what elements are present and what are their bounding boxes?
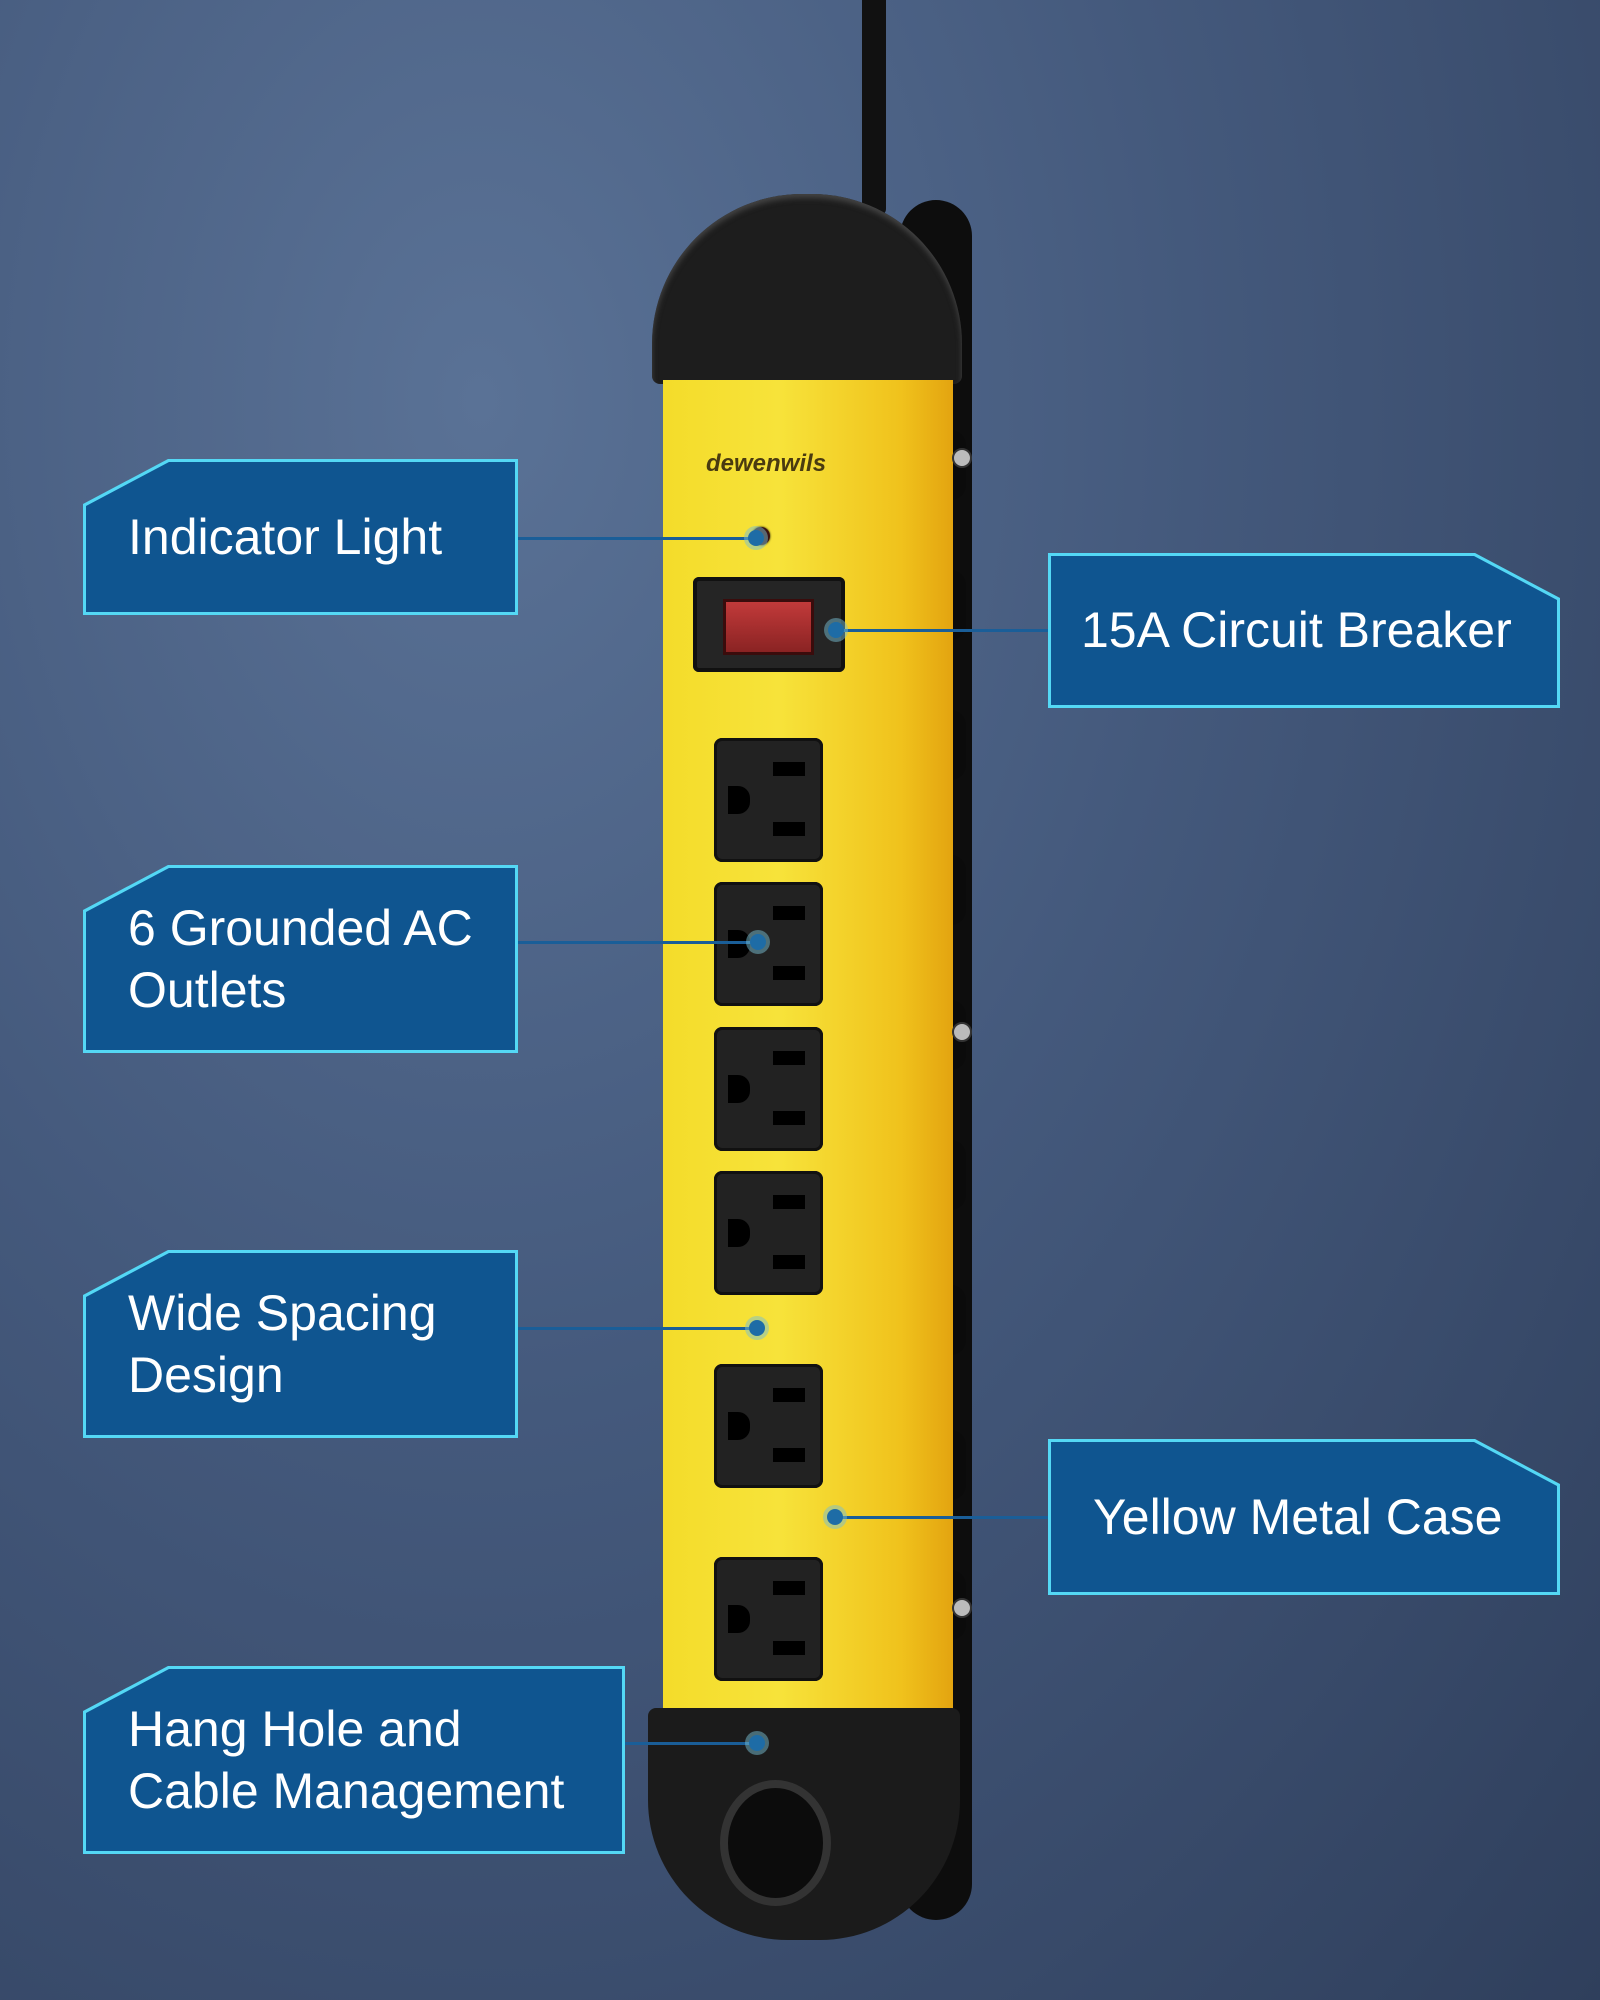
connector-line (518, 941, 758, 944)
screw-icon (952, 448, 972, 468)
connector-line (518, 1327, 758, 1330)
callout-dot (828, 622, 844, 638)
connector-line (835, 1516, 1048, 1519)
ac-outlet[interactable] (714, 1364, 823, 1488)
callout-dot (748, 530, 764, 546)
label-indicator-light: Indicator Light (83, 459, 518, 615)
ac-outlet[interactable] (714, 738, 823, 862)
callout-dot (750, 934, 766, 950)
ac-outlet[interactable] (714, 1557, 823, 1681)
connector-line (836, 629, 1048, 632)
ac-outlet[interactable] (714, 1027, 823, 1151)
label-circuit-breaker: 15A Circuit Breaker (1048, 553, 1560, 708)
label-grounded-outlets: 6 Grounded AC Outlets (83, 865, 518, 1053)
screw-icon (952, 1022, 972, 1042)
brand-logo: dewenwils (706, 450, 827, 477)
ac-outlet[interactable] (714, 882, 823, 1006)
label-wide-spacing: Wide Spacing Design (83, 1250, 518, 1438)
connector-line (518, 537, 758, 540)
label-yellow-metal-case: Yellow Metal Case (1048, 1439, 1560, 1595)
rocker-button[interactable] (723, 599, 814, 655)
hang-hole (720, 1780, 831, 1906)
callout-dot (827, 1509, 843, 1525)
ac-outlet[interactable] (714, 1171, 823, 1295)
label-hang-hole: Hang Hole and Cable Management (83, 1666, 625, 1854)
screw-icon (952, 1598, 972, 1618)
power-cord (862, 0, 886, 215)
connector-line (625, 1742, 758, 1745)
callout-dot (749, 1735, 765, 1751)
circuit-breaker-switch[interactable] (693, 577, 845, 672)
callout-dot (749, 1320, 765, 1336)
